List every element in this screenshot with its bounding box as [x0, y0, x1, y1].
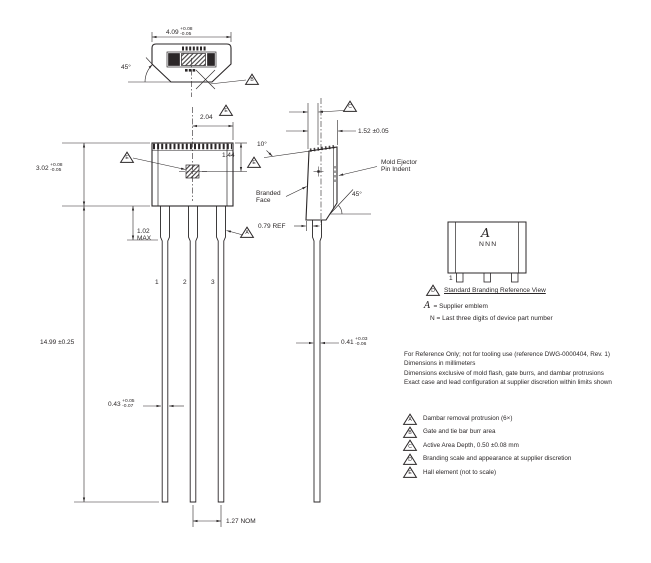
reference-note-line: Exact case and lead configuration at sup… [404, 378, 612, 386]
pin-number-3: 3 [211, 279, 215, 286]
reference-note-line: Dimensions exclusive of mold flash, gate… [404, 369, 604, 377]
side-thickness-dim: 1.52 ±0.05 [358, 127, 389, 135]
note-flag-b-icon: B [402, 426, 418, 438]
front-view-lines [62, 107, 247, 527]
front-hall-center-dim: 1.44 [222, 152, 235, 159]
front-height-dimension: 3.02 +0.08 -0.05 [36, 163, 63, 174]
flag-hall-side: E [246, 156, 262, 168]
flag-note-a: A Dambar removal protrusion (6×) [402, 412, 571, 425]
reference-note-line: Dimensions in millimeters [404, 360, 476, 368]
flag-note-e: E Hall element (not to scale) [402, 466, 571, 478]
branding-legend-part-number: N = Last three digits of device part num… [430, 315, 553, 322]
front-lead-width-tolerance: +0.05 -0.07 [122, 399, 135, 410]
side-draft-angle-label: 10° [257, 141, 267, 148]
flag-hall-pointer: E [119, 151, 135, 163]
note-text: Branding scale and appearance at supplie… [423, 455, 572, 463]
top-chamfer-angle-label: 45° [121, 64, 131, 71]
branding-code: NNN [479, 241, 498, 248]
branding-pin1-label: 1 [449, 274, 453, 282]
note-flag-a-icon: A [402, 412, 418, 425]
front-height-tolerance: +0.08 -0.05 [50, 163, 63, 174]
note-text: Dambar removal protrusion (6×) [423, 415, 513, 422]
mold-ejector-label: Mold Ejector Pin Indent [381, 159, 418, 174]
pin-number-1: 1 [155, 279, 159, 286]
reference-note-line: For Reference Only; not for tooling use … [404, 351, 611, 358]
side-lead-thickness-dimension: 0.41 +0.03 -0.06 [341, 337, 368, 348]
flag-branding: D [425, 284, 441, 296]
top-width-value: 4.09 [166, 28, 179, 36]
note-flag-d-icon: D [402, 452, 418, 465]
top-width-dimension: 4.09 +0.08 -0.05 [166, 27, 193, 38]
flag-note-c: C Active Area Depth, 0.50 ±0.08 mm [402, 439, 571, 452]
front-shoulder-dimension: 1.02 MAX [137, 228, 152, 243]
side-lead-thickness-value: 0.41 [341, 338, 354, 346]
pin-number-2: 2 [183, 279, 187, 286]
reference-notes: For Reference Only; not for tooling use … [404, 350, 612, 387]
flag-note-d: D Branding scale and appearance at suppl… [402, 452, 572, 465]
top-width-tolerance: +0.08 -0.05 [180, 27, 193, 38]
flag-active-area: C [342, 100, 358, 112]
top-view-lines [128, 32, 247, 97]
flag-note-b: B Gate and tie bar burr area [402, 426, 571, 438]
front-lead-pitch-dim: 1.27 NOM [226, 517, 256, 525]
flag-hall-top: E [218, 104, 234, 116]
note-text: Active Area Depth, 0.50 ±0.08 mm [423, 441, 519, 449]
note-text: Hall element (not to scale) [423, 468, 497, 476]
front-lead-width-dimension: 0.43 +0.05 -0.07 [108, 399, 135, 410]
side-lead-thickness-tolerance: +0.03 -0.06 [355, 337, 368, 348]
flag-gate-burr: B [244, 73, 260, 85]
flag-dambar: A [239, 226, 255, 238]
note-text: Gate and tie bar burr area [423, 428, 496, 436]
branding-legend-emblem: A = Supplier emblem [424, 301, 488, 311]
front-center-edge-dim: 2.04 [200, 113, 213, 121]
branded-face-label: Branded Face [256, 190, 281, 205]
side-standoff-dim: 0.79 REF [258, 222, 286, 230]
front-height-value: 3.02 [36, 164, 49, 172]
note-flag-c-icon: C [402, 439, 418, 452]
front-lead-length-dim: 14.99 ±0.25 [40, 339, 75, 346]
branding-view-lines [447, 221, 527, 283]
side-chamfer-angle-label: 45° [352, 191, 362, 198]
side-view-lines [263, 98, 378, 503]
flag-notes: A Dambar removal protrusion (6×) B Gate … [402, 412, 572, 480]
branding-caption: Standard Branding Reference View [444, 287, 546, 294]
legend-emblem-symbol: A [424, 301, 431, 311]
note-flag-e-icon: E [402, 466, 418, 478]
branding-emblem: A [481, 225, 491, 240]
front-lead-width-value: 0.43 [108, 400, 121, 408]
